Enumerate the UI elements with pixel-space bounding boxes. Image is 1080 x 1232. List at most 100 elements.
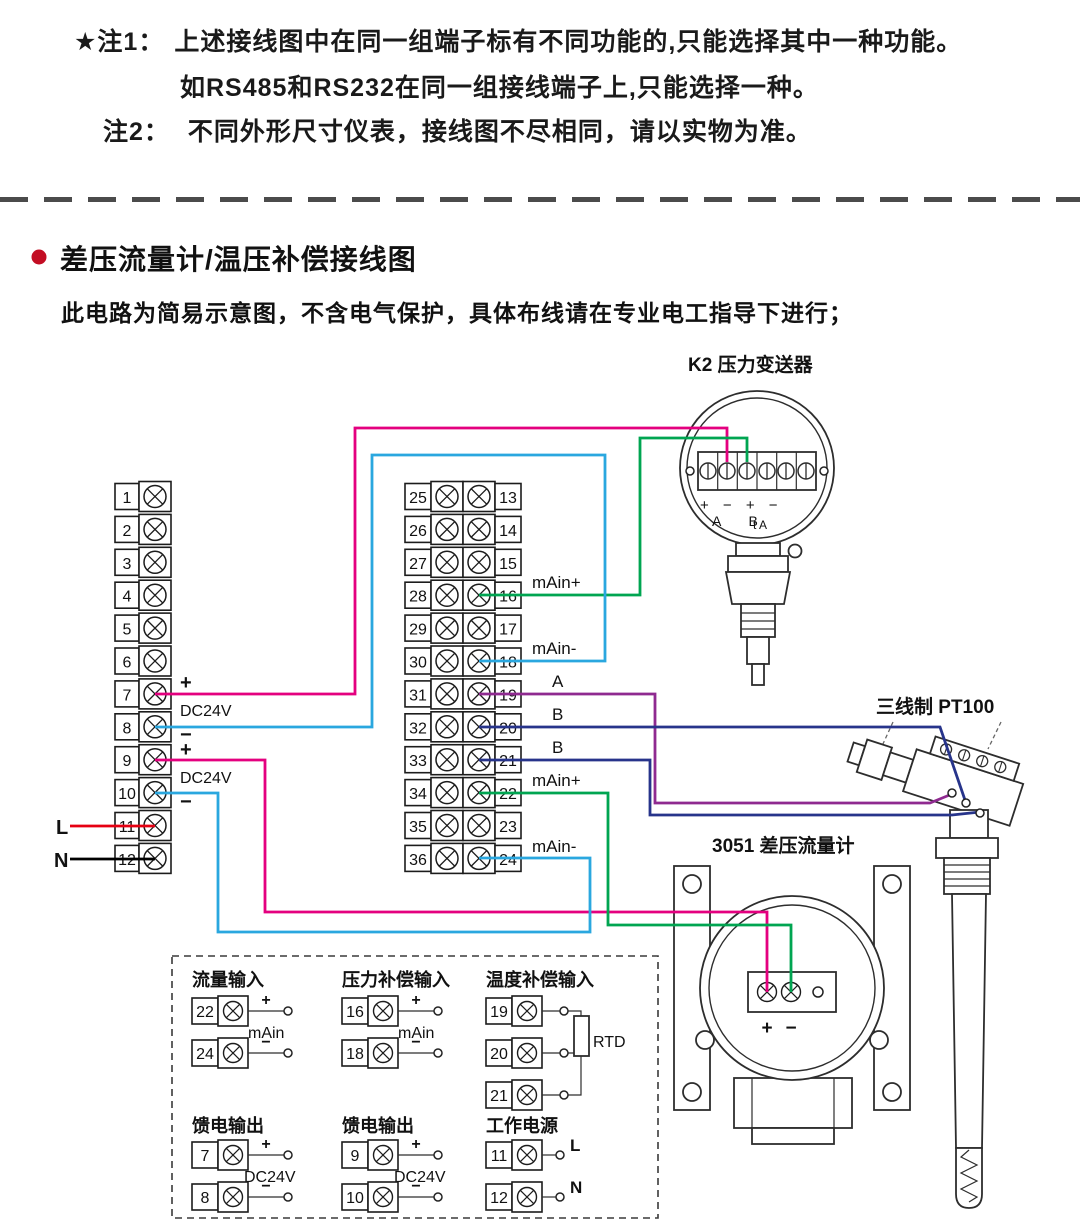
terminal-number: 18 bbox=[499, 655, 517, 672]
screw-icon bbox=[222, 1000, 244, 1022]
terminal-number: 22 bbox=[499, 786, 517, 803]
terminal-number-cell bbox=[341, 997, 369, 1025]
connection-point bbox=[433, 1006, 443, 1016]
signal-label-t16: mAin+ bbox=[532, 573, 581, 592]
terminal-number-cell bbox=[404, 778, 432, 807]
flowmeter-body bbox=[733, 1077, 853, 1129]
screw-icon bbox=[372, 1000, 394, 1022]
terminal-number-cell bbox=[341, 1039, 369, 1067]
terminal-number: 32 bbox=[409, 720, 427, 737]
transmitter-ab-label: A B bbox=[712, 513, 770, 529]
terminal-number: 27 bbox=[409, 556, 427, 573]
dashed-divider bbox=[0, 197, 1080, 202]
screw-icon bbox=[435, 747, 459, 772]
screw-icon bbox=[435, 846, 459, 871]
transmitter-process-connection bbox=[724, 542, 803, 686]
screw-icon bbox=[143, 583, 167, 607]
terminal-number: 29 bbox=[409, 622, 427, 639]
io-temperature-title: 温度补偿输入 bbox=[486, 969, 594, 990]
connection-point bbox=[555, 1150, 565, 1160]
polarity-sign: − bbox=[261, 1178, 270, 1195]
terminal-number: 33 bbox=[409, 753, 427, 770]
rtd-terminal-point bbox=[947, 788, 957, 798]
polarity-sign: − bbox=[411, 1178, 420, 1195]
connection-point bbox=[283, 1150, 293, 1160]
terminal-number: 5 bbox=[123, 622, 132, 639]
power-dc24v-label: DC24V bbox=[180, 703, 232, 720]
signal-label-t24: mAin- bbox=[532, 837, 576, 856]
io-terminal-row: 22 + bbox=[191, 992, 293, 1027]
terminal-number: 20 bbox=[499, 720, 517, 737]
terminal-number: 1 bbox=[123, 490, 132, 507]
screw-icon bbox=[467, 616, 491, 640]
terminal-number-cell bbox=[485, 1141, 513, 1169]
terminal-number: 19 bbox=[490, 1004, 508, 1021]
terminal-number: 2 bbox=[123, 523, 132, 540]
connection-point bbox=[283, 1192, 293, 1202]
note-1-text: 上述接线图中在同一组端子标有不同功能的,只能选择其中一种功能。 bbox=[174, 28, 963, 56]
screw-icon bbox=[143, 550, 167, 575]
terminal-row: 28 16 bbox=[404, 579, 522, 611]
flange-bolt bbox=[682, 874, 702, 894]
screw-icon bbox=[372, 1042, 394, 1064]
terminal-number: 10 bbox=[346, 1190, 364, 1207]
terminal-number: 12 bbox=[490, 1190, 508, 1207]
terminal-number: 26 bbox=[409, 523, 427, 540]
terminal-number-cell bbox=[494, 548, 522, 577]
polarity-sign: − bbox=[411, 1034, 420, 1051]
screw-icon bbox=[777, 462, 795, 480]
terminal-number: 16 bbox=[346, 1004, 364, 1021]
section-subtitle: 此电路为简易示意图，不含电气保护，具体布线请在专业电工指导下进行； bbox=[61, 300, 853, 326]
io-temperature-group: 19 20 21 bbox=[485, 995, 569, 1111]
screw-icon bbox=[516, 1186, 538, 1208]
section-bullet bbox=[31, 249, 47, 265]
terminal-number: 7 bbox=[201, 1148, 210, 1165]
io-terminal-row: 11 L bbox=[485, 1136, 580, 1171]
terminal-number-cell bbox=[191, 1141, 219, 1169]
screw-icon bbox=[435, 550, 459, 575]
screw-icon bbox=[699, 462, 717, 480]
screw-icon bbox=[516, 1042, 538, 1064]
io-flow-title: 流量输入 bbox=[192, 969, 264, 990]
io-terminal-row: 20 bbox=[485, 1037, 569, 1069]
power-minus-label: − bbox=[180, 724, 192, 746]
terminal-number-cell bbox=[114, 515, 140, 544]
io-terminal-row: 10 − bbox=[341, 1178, 443, 1213]
screw-icon bbox=[467, 813, 491, 838]
terminal-number: 34 bbox=[409, 786, 427, 803]
screw-icon bbox=[435, 517, 459, 542]
transmitter-label: K2 压力变送器 bbox=[688, 353, 814, 376]
pressure-transmitter: K2 压力变送器 + − + − A B t A bbox=[679, 353, 835, 686]
screw-icon bbox=[797, 462, 815, 480]
terminal-number: 11 bbox=[119, 819, 136, 836]
terminal-row: 1 bbox=[114, 480, 172, 513]
screw-icon bbox=[435, 616, 459, 640]
wire-rtd-a bbox=[479, 692, 953, 805]
io-flow-group: 22 + 24 − bbox=[191, 992, 293, 1069]
terminal-number: 3 bbox=[123, 556, 132, 573]
terminal-hole bbox=[812, 986, 824, 998]
terminal-number: 12 bbox=[118, 852, 136, 869]
flowmeter-inner-housing bbox=[708, 904, 876, 1072]
mains-line-label: L bbox=[56, 817, 68, 839]
terminal-number: 30 bbox=[409, 655, 427, 672]
io-terminal-row: 24 − bbox=[191, 1034, 293, 1069]
wire-24v-loop2-positive bbox=[155, 758, 769, 992]
polarity-sign: + bbox=[261, 1136, 270, 1153]
terminal-number-cell bbox=[494, 811, 522, 840]
signal-label-t20: B bbox=[552, 705, 563, 724]
connection-point bbox=[559, 1090, 569, 1100]
flowmeter-plus-label: + bbox=[761, 1018, 772, 1039]
io-terminal-row: 8 − bbox=[191, 1178, 293, 1213]
rtd-label: 三线制 PT100 bbox=[876, 695, 994, 718]
terminal-number-cell bbox=[191, 1039, 219, 1067]
io-pressure-title: 压力补偿输入 bbox=[342, 969, 450, 990]
screw-icon bbox=[435, 583, 459, 607]
terminal-number-cell bbox=[485, 1081, 513, 1109]
terminal-strip-dividers bbox=[717, 452, 797, 490]
terminal-number: 19 bbox=[499, 687, 517, 704]
line-neutral-sign: L bbox=[570, 1136, 580, 1155]
terminal-number: 11 bbox=[491, 1148, 508, 1165]
screw-icon bbox=[435, 715, 459, 739]
